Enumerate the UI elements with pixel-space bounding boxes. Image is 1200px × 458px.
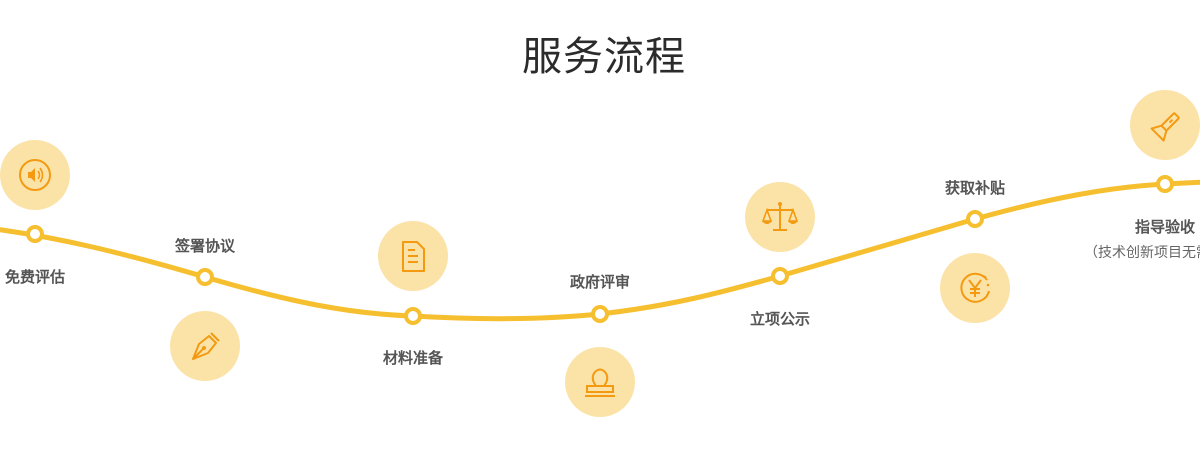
step-node [404,307,422,325]
step-node [196,268,214,286]
step-label: 免费评估 [4,268,66,286]
step-node [1156,175,1174,193]
page-title: 服务流程 [522,34,686,80]
yen-coin-icon [960,272,990,303]
step-icon-bubble [565,347,635,417]
flashlight-icon [1150,112,1180,142]
step-node [591,305,609,323]
step-label: 签署协议 [174,237,236,255]
step-label: 立项公示 [749,310,811,328]
step-label: 指导验收 [1134,218,1196,236]
step-note: （技术创新项目无需 [1084,245,1200,261]
step-icon-bubble [170,311,240,381]
speaker-icon [19,159,51,191]
step-icon-bubble [1130,90,1200,160]
step-node [771,267,789,285]
step-label: 政府评审 [569,273,631,291]
step-node [26,225,44,243]
stamp-icon [585,368,615,397]
step-label: 材料准备 [382,349,444,367]
scales-icon [761,202,799,231]
step-node [966,210,984,228]
step-label: 获取补贴 [944,179,1006,197]
pen-nib-icon [192,332,220,360]
document-icon [402,241,425,272]
